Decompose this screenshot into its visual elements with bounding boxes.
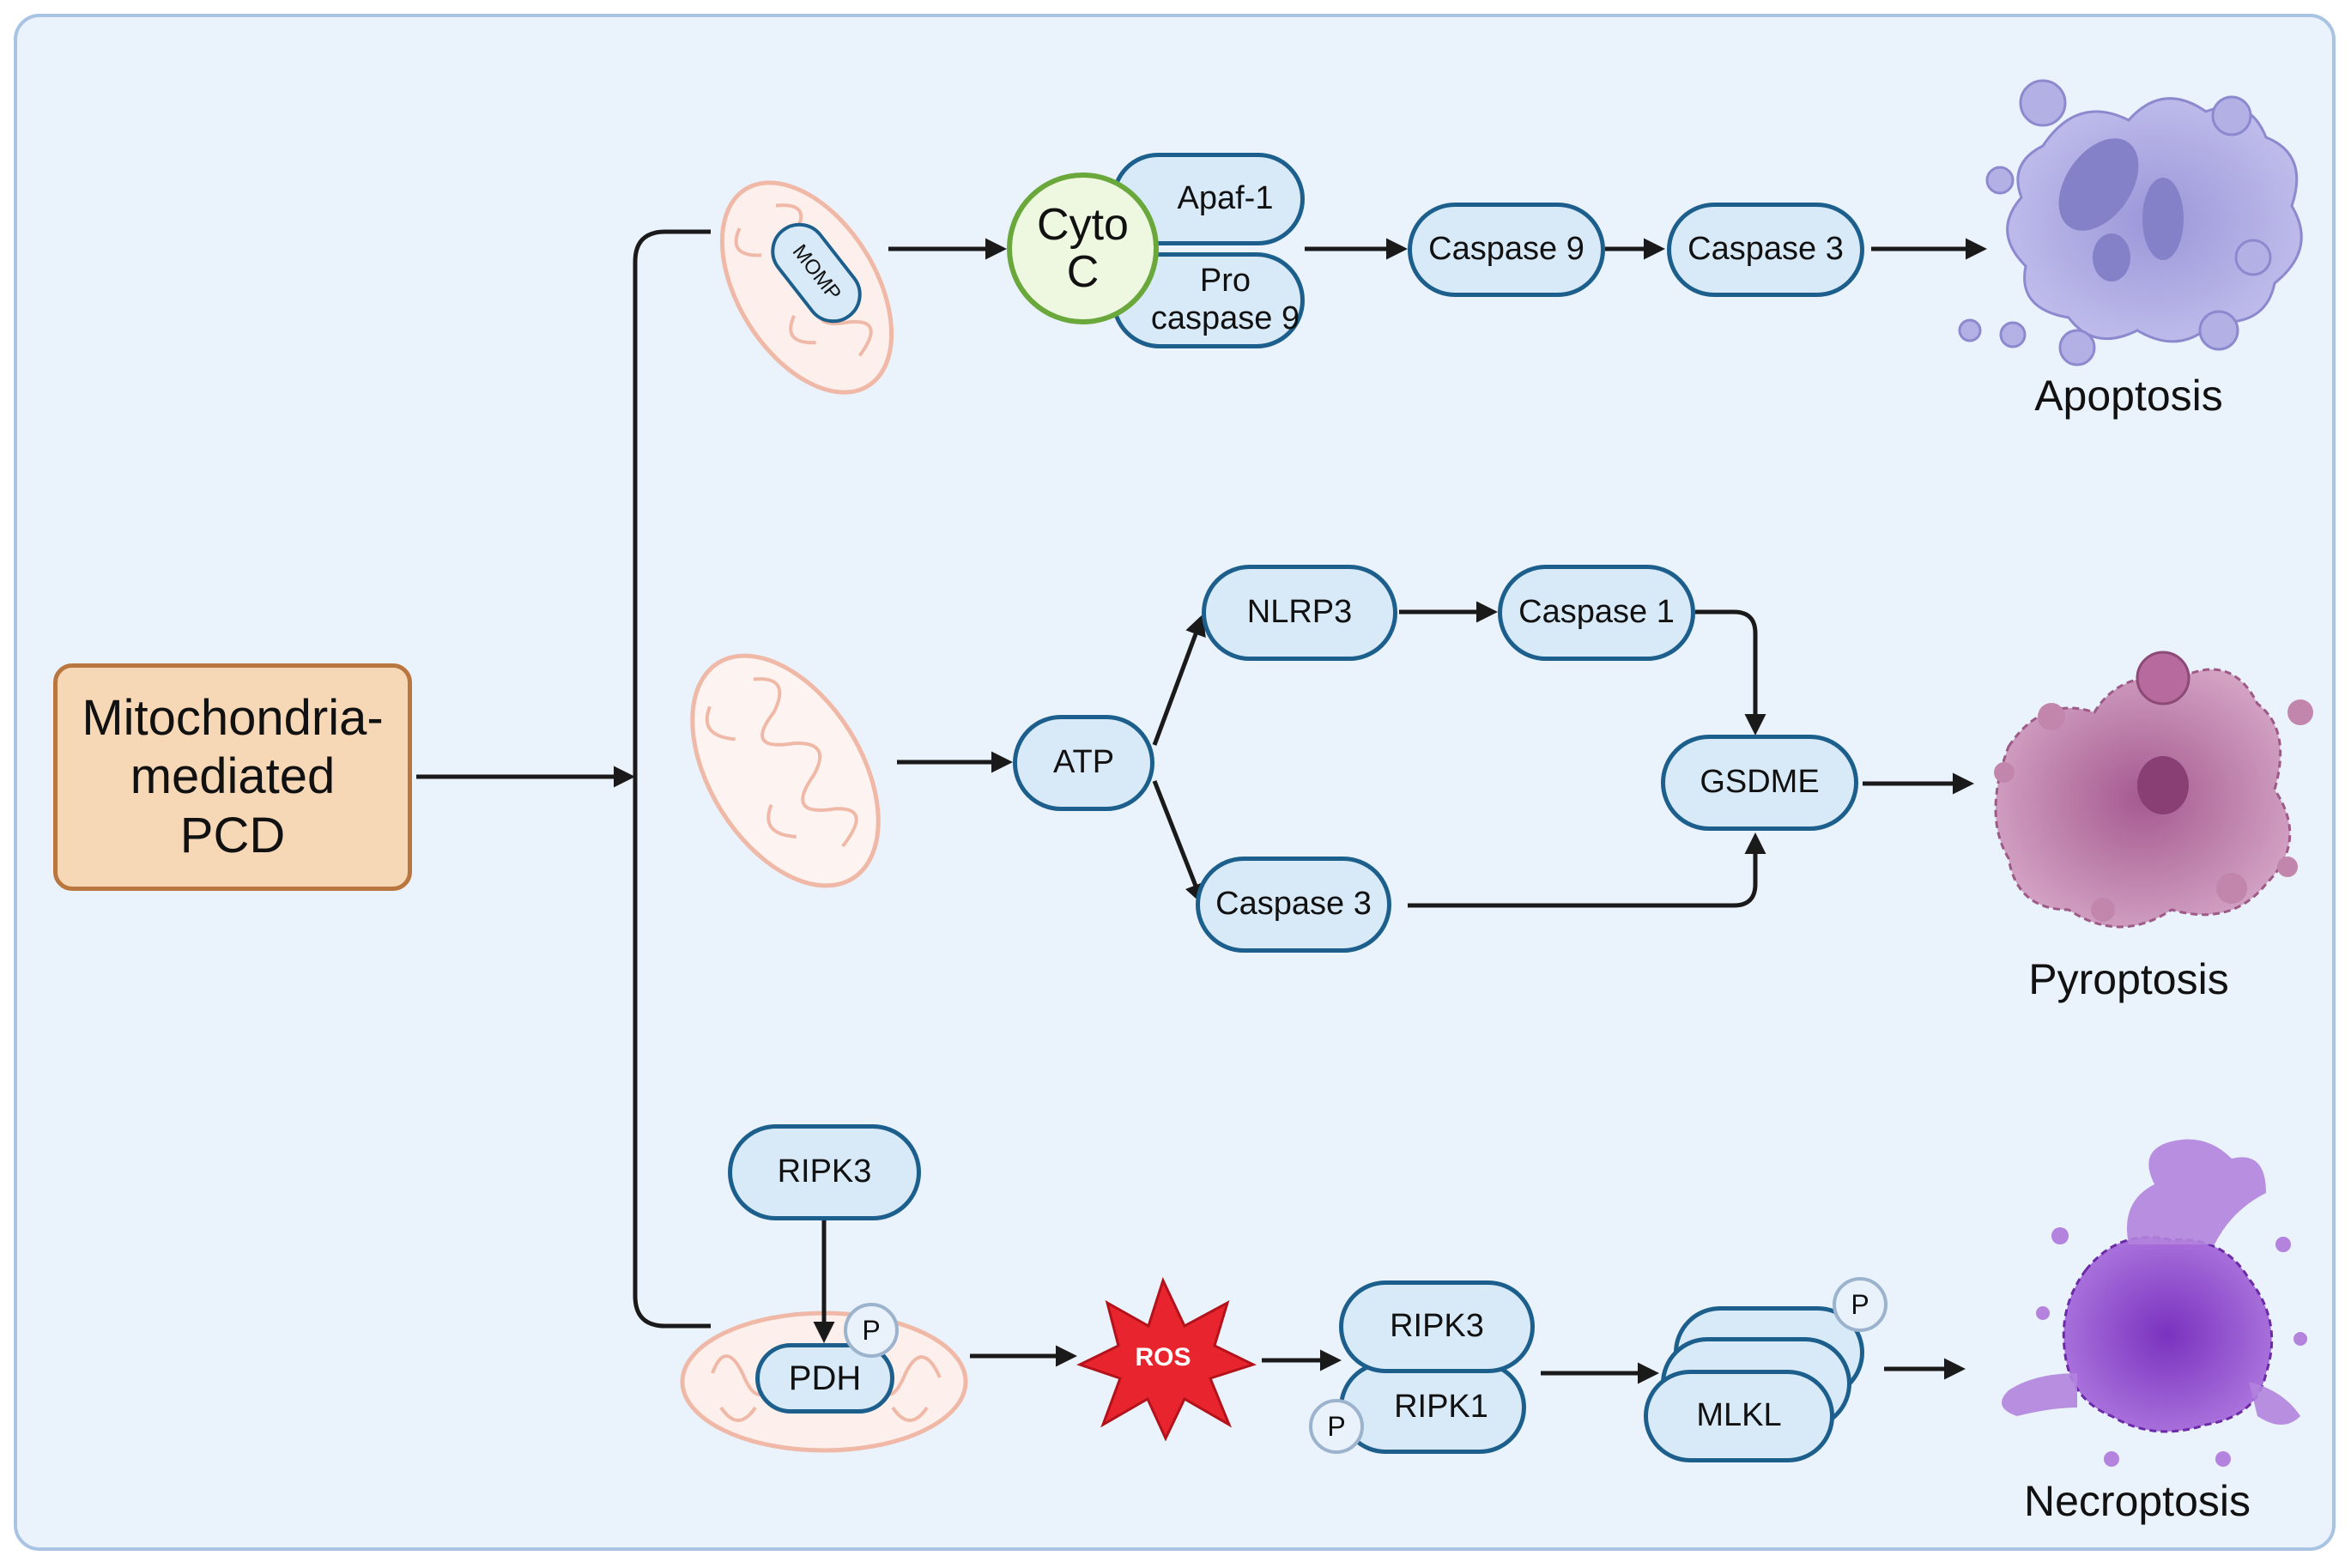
caspase9-node: Caspase 9 bbox=[1408, 203, 1605, 297]
pdh-phospho-label: P bbox=[862, 1314, 881, 1346]
caspase1-label: Caspase 1 bbox=[1518, 594, 1675, 631]
nlrp3-label: NLRP3 bbox=[1246, 594, 1353, 631]
caspase3-apoptosis-label: Caspase 3 bbox=[1688, 231, 1844, 268]
caspase9-label: Caspase 9 bbox=[1428, 231, 1585, 268]
gsdme-node: GSDME bbox=[1661, 735, 1858, 831]
ros-label: ROS bbox=[1135, 1343, 1191, 1371]
source-box-label: Mitochondria- mediated PCD bbox=[82, 689, 384, 863]
branch-bracket bbox=[633, 229, 711, 1329]
necroptosis-arrows bbox=[813, 1220, 1966, 1384]
ripk1-label: RIPK1 bbox=[1394, 1389, 1488, 1426]
necroptosis-label: Necroptosis bbox=[2024, 1477, 2251, 1525]
caspase3-apoptosis-node: Caspase 3 bbox=[1667, 203, 1864, 297]
source-box-mitochondria-mediated-pcd: Mitochondria- mediated PCD bbox=[53, 663, 412, 891]
mitochondrion-pyroptosis bbox=[690, 653, 881, 888]
ripk1-phospho-label: P bbox=[1327, 1410, 1346, 1442]
procaspase9-label: Pro caspase 9 bbox=[1150, 263, 1300, 336]
pyroptosis-label: Pyroptosis bbox=[2028, 955, 2229, 1003]
apoptosis-cell-illustration bbox=[1958, 79, 2303, 366]
ros-starburst bbox=[1076, 1276, 1257, 1442]
procaspase9-node: Pro caspase 9 bbox=[1112, 252, 1305, 348]
ripk3-upstream-node: RIPK3 bbox=[728, 1124, 921, 1220]
ripk1-phospho-tag: P bbox=[1309, 1399, 1364, 1454]
pdh-label: PDH bbox=[788, 1359, 862, 1397]
ripk3-label: RIPK3 bbox=[1390, 1308, 1484, 1345]
mlkl-label: MLKL bbox=[1696, 1397, 1782, 1434]
pyroptosis-cell-illustration bbox=[1994, 651, 2313, 929]
cyto-c-node: Cyto C bbox=[1007, 173, 1159, 324]
apaf1-label: Apaf-1 bbox=[1177, 180, 1274, 217]
ripk3-node: RIPK3 bbox=[1339, 1280, 1535, 1373]
caspase1-node: Caspase 1 bbox=[1498, 565, 1695, 661]
atp-node: ATP bbox=[1013, 715, 1154, 811]
ripk3-upstream-label: RIPK3 bbox=[777, 1153, 872, 1190]
mlkl-node: MLKL bbox=[1644, 1370, 1834, 1462]
cyto-c-label: Cyto C bbox=[1037, 199, 1129, 297]
apaf1-node: Apaf-1 bbox=[1112, 153, 1305, 245]
apoptosis-label: Apoptosis bbox=[2034, 372, 2223, 420]
caspase3-pyroptosis-label: Caspase 3 bbox=[1215, 886, 1372, 923]
mlkl-phospho-label: P bbox=[1851, 1288, 1869, 1320]
mlkl-phospho-tag: P bbox=[1833, 1277, 1887, 1332]
caspase3-pyroptosis-node: Caspase 3 bbox=[1196, 857, 1391, 953]
nlrp3-node: NLRP3 bbox=[1202, 565, 1397, 661]
pdh-phospho-tag: P bbox=[844, 1303, 899, 1358]
gsdme-label: GSDME bbox=[1700, 764, 1820, 801]
pyroptosis-arrows bbox=[897, 601, 1974, 908]
ripk1-node: RIPK1 bbox=[1339, 1361, 1526, 1454]
necroptosis-cell-illustration bbox=[2002, 1139, 2307, 1467]
atp-label: ATP bbox=[1052, 744, 1115, 781]
